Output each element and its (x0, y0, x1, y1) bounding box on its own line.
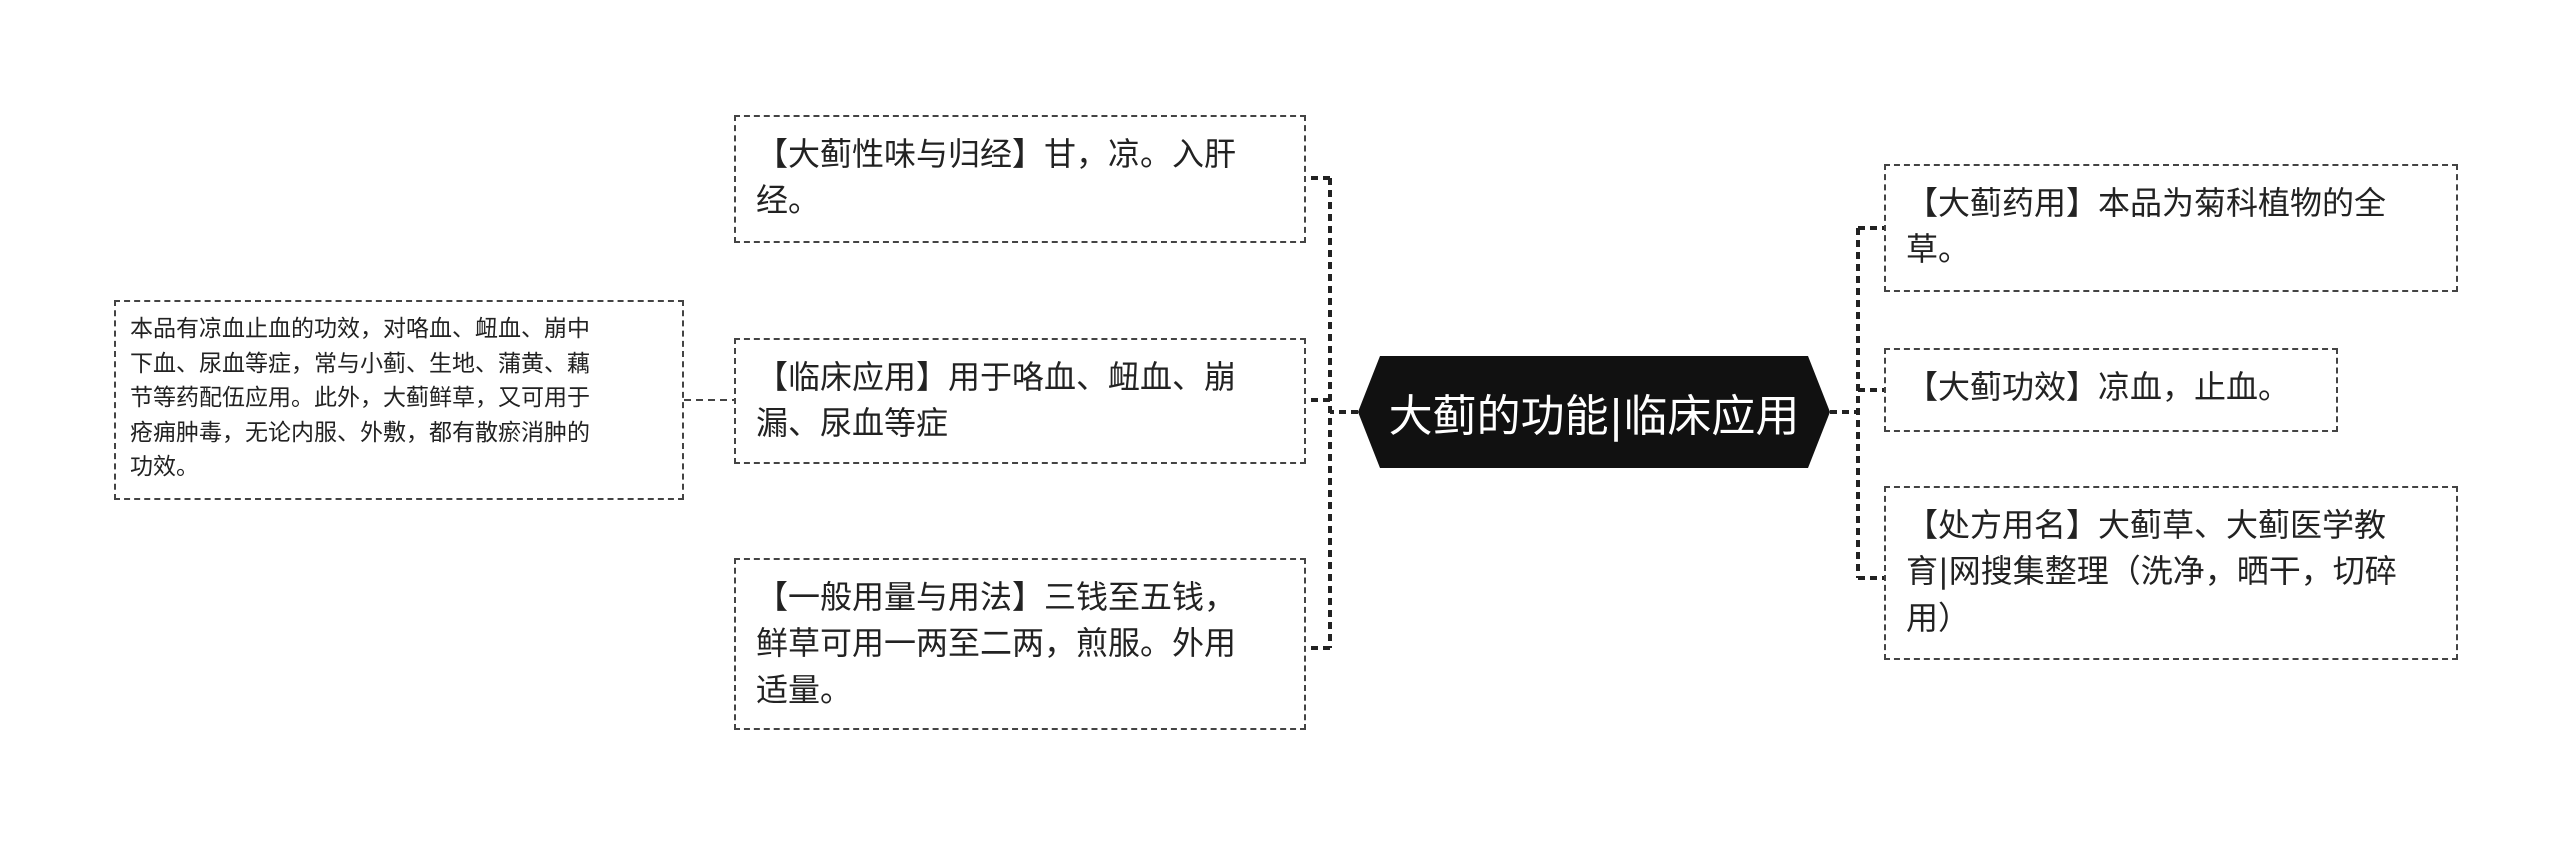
node-clinical-use[interactable]: 【临床应用】用于咯血、衄血、崩 漏、尿血等症 (734, 338, 1306, 464)
node-line: 用） (1906, 598, 1971, 637)
node-line: 疮痈肿毒，无论内服、外敷，都有散瘀消肿的 (130, 419, 590, 446)
node-line: 育|网搜集整理（洗净，晒干，切碎 (1906, 552, 2397, 591)
node-dosage-usage[interactable]: 【一般用量与用法】三钱至五钱， 鲜草可用一两至二两，煎服。外用 适量。 (734, 558, 1306, 730)
center-topic-label: 大蓟的功能|临床应用 (1388, 391, 1800, 442)
center-topic[interactable]: 大蓟的功能|临床应用 (1358, 356, 1830, 468)
node-line: 【处方用名】大蓟草、大蓟医学教 (1906, 506, 2387, 544)
center-hexagon-shape (1358, 356, 1830, 468)
node-line: 经。 (756, 181, 821, 220)
node-prescription-names[interactable]: 【处方用名】大蓟草、大蓟医学教 育|网搜集整理（洗净，晒干，切碎 用） (1884, 486, 2458, 660)
node-efficacy[interactable]: 【大蓟功效】凉血，止血。 (1884, 348, 2338, 432)
node-line: 适量。 (756, 670, 853, 709)
node-line: 【大蓟药用】本品为菊科植物的全 (1906, 184, 2387, 222)
node-flavor-meridian[interactable]: 【大蓟性味与归经】甘，凉。入肝 经。 (734, 115, 1306, 243)
node-line: 鲜草可用一两至二两，煎服。外用 (756, 624, 1237, 663)
node-line: 本品有凉血止血的功效，对咯血、衄血、崩中 (130, 316, 590, 342)
node-line: 草。 (1906, 230, 1971, 269)
node-line: 【大蓟性味与归经】甘，凉。入肝 (756, 135, 1237, 173)
node-line: 功效。 (130, 454, 199, 480)
node-line: 【一般用量与用法】三钱至五钱， (756, 578, 1237, 616)
node-line: 漏、尿血等症 (756, 404, 949, 443)
node-line: 【大蓟功效】凉血，止血。 (1906, 368, 2291, 406)
node-line: 【临床应用】用于咯血、衄血、崩 (756, 358, 1237, 396)
node-line: 节等药配伍应用。此外，大蓟鲜草，又可用于 (130, 385, 590, 411)
node-clinical-detail[interactable]: 本品有凉血止血的功效，对咯血、衄血、崩中 下血、尿血等症，常与小蓟、生地、蒲黄、… (114, 300, 684, 500)
node-line: 下血、尿血等症，常与小蓟、生地、蒲黄、藕 (130, 350, 590, 377)
node-medicinal-part[interactable]: 【大蓟药用】本品为菊科植物的全 草。 (1884, 164, 2458, 292)
